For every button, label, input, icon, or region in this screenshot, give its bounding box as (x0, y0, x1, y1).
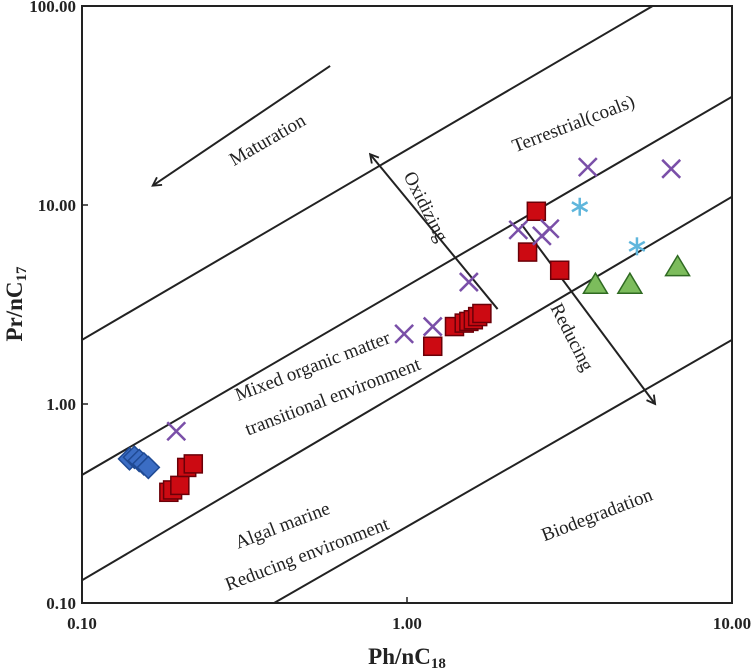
cross-point (394, 324, 415, 344)
x-tick-label: 0.10 (67, 614, 97, 633)
boundary-lines (82, 6, 732, 603)
asterisk-point (571, 197, 589, 216)
cross-point (422, 316, 443, 337)
maturation-arrow (153, 65, 331, 186)
boundary-line (273, 339, 732, 603)
oxidizing-arrow (370, 154, 499, 310)
zone-label: Maturation (226, 110, 310, 171)
plot-frame (81, 5, 733, 604)
trend-arrows (153, 65, 655, 404)
boundary-line (82, 95, 732, 476)
square-point (472, 303, 492, 324)
cross-point (166, 421, 187, 442)
x-tick-label: 1.00 (392, 614, 422, 633)
triangle-point (664, 254, 691, 277)
y-tick-label: 0.10 (46, 594, 76, 613)
triangle-point (616, 271, 644, 294)
square-point (183, 454, 204, 474)
zone-label: Reducing (546, 300, 598, 375)
reducing-arrow (520, 223, 655, 404)
axis-ticks: 0.10 1.00 10.00 0.10 1.00 10.00 100.00 (29, 0, 751, 633)
cross-point (539, 218, 560, 239)
y-tick-label: 10.00 (38, 196, 76, 215)
cross-point (577, 157, 598, 178)
y-tick-label: 100.00 (29, 0, 76, 16)
asterisk-point (628, 237, 646, 256)
boundary-line (82, 6, 654, 341)
triangle-point (582, 271, 609, 294)
diamond-point (136, 455, 161, 480)
cross-point (508, 219, 529, 240)
square-point (517, 242, 538, 262)
square-point (549, 260, 570, 281)
x-tick-label: 10.00 (713, 614, 751, 633)
data-points (117, 157, 691, 503)
square-point (526, 201, 547, 222)
square-point (170, 475, 190, 496)
y-tick-label: 1.00 (46, 395, 76, 414)
boundary-line (82, 195, 732, 582)
zone-label: Biodegradation (539, 484, 656, 546)
cross-point (458, 272, 479, 292)
y-axis-label: Pr/nC17 (2, 266, 30, 342)
zone-label: Oxidizing (399, 168, 452, 246)
cross-point (661, 158, 682, 179)
square-point (422, 336, 443, 357)
x-axis-label: Ph/nC18 (368, 644, 446, 672)
zone-label: Terrestrial(coals) (509, 91, 637, 157)
